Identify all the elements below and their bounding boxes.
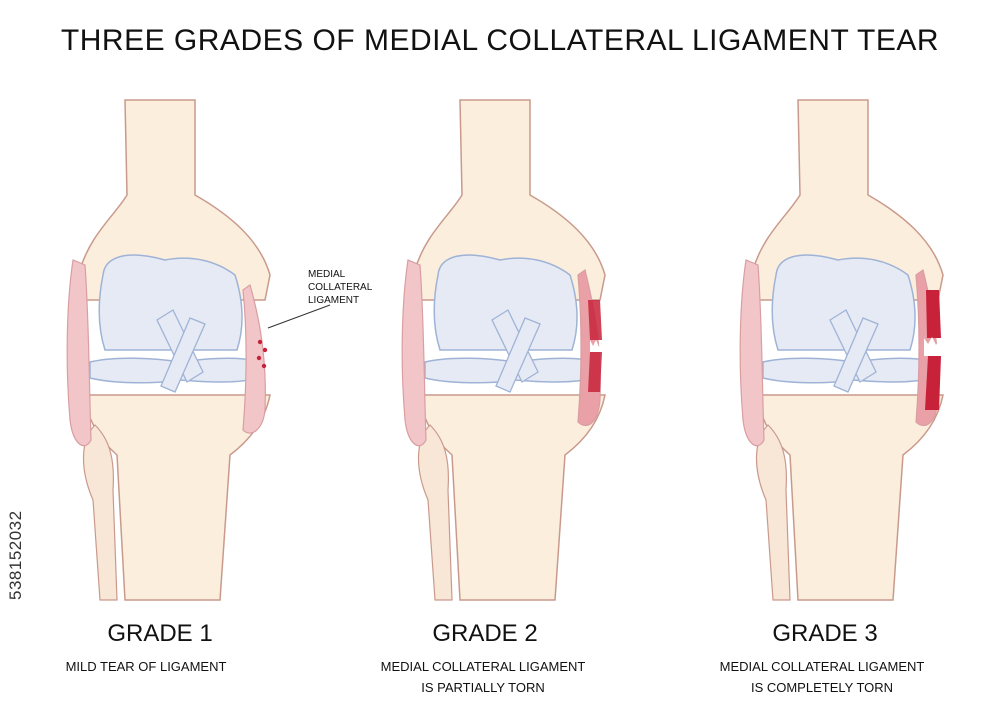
- grade-3-description: MEDIAL COLLATERAL LIGAMENT IS COMPLETELY…: [719, 659, 925, 695]
- stock-id-watermark: 538152032: [6, 510, 25, 600]
- grade-2-description: MEDIAL COLLATERAL LIGAMENT IS PARTIALLY …: [380, 659, 586, 695]
- page-title: THREE GRADES OF MEDIAL COLLATERAL LIGAME…: [60, 24, 940, 57]
- grade-2-label: GRADE 2: [432, 620, 538, 647]
- knee-panel-grade-1: [66, 99, 271, 601]
- knee-panel-grade-2: [401, 99, 606, 601]
- grade-1-description: MILD TEAR OF LIGAMENT: [65, 659, 227, 674]
- grade-3-label: GRADE 3: [772, 620, 878, 647]
- knee-panel-grade-3: [739, 99, 944, 601]
- grade-1-label: GRADE 1: [107, 620, 213, 647]
- mcl-callout-label: MEDIAL COLLATERAL LIGAMENT: [308, 269, 373, 306]
- callout-line: [267, 304, 331, 329]
- mcl-grade-1: [242, 284, 266, 434]
